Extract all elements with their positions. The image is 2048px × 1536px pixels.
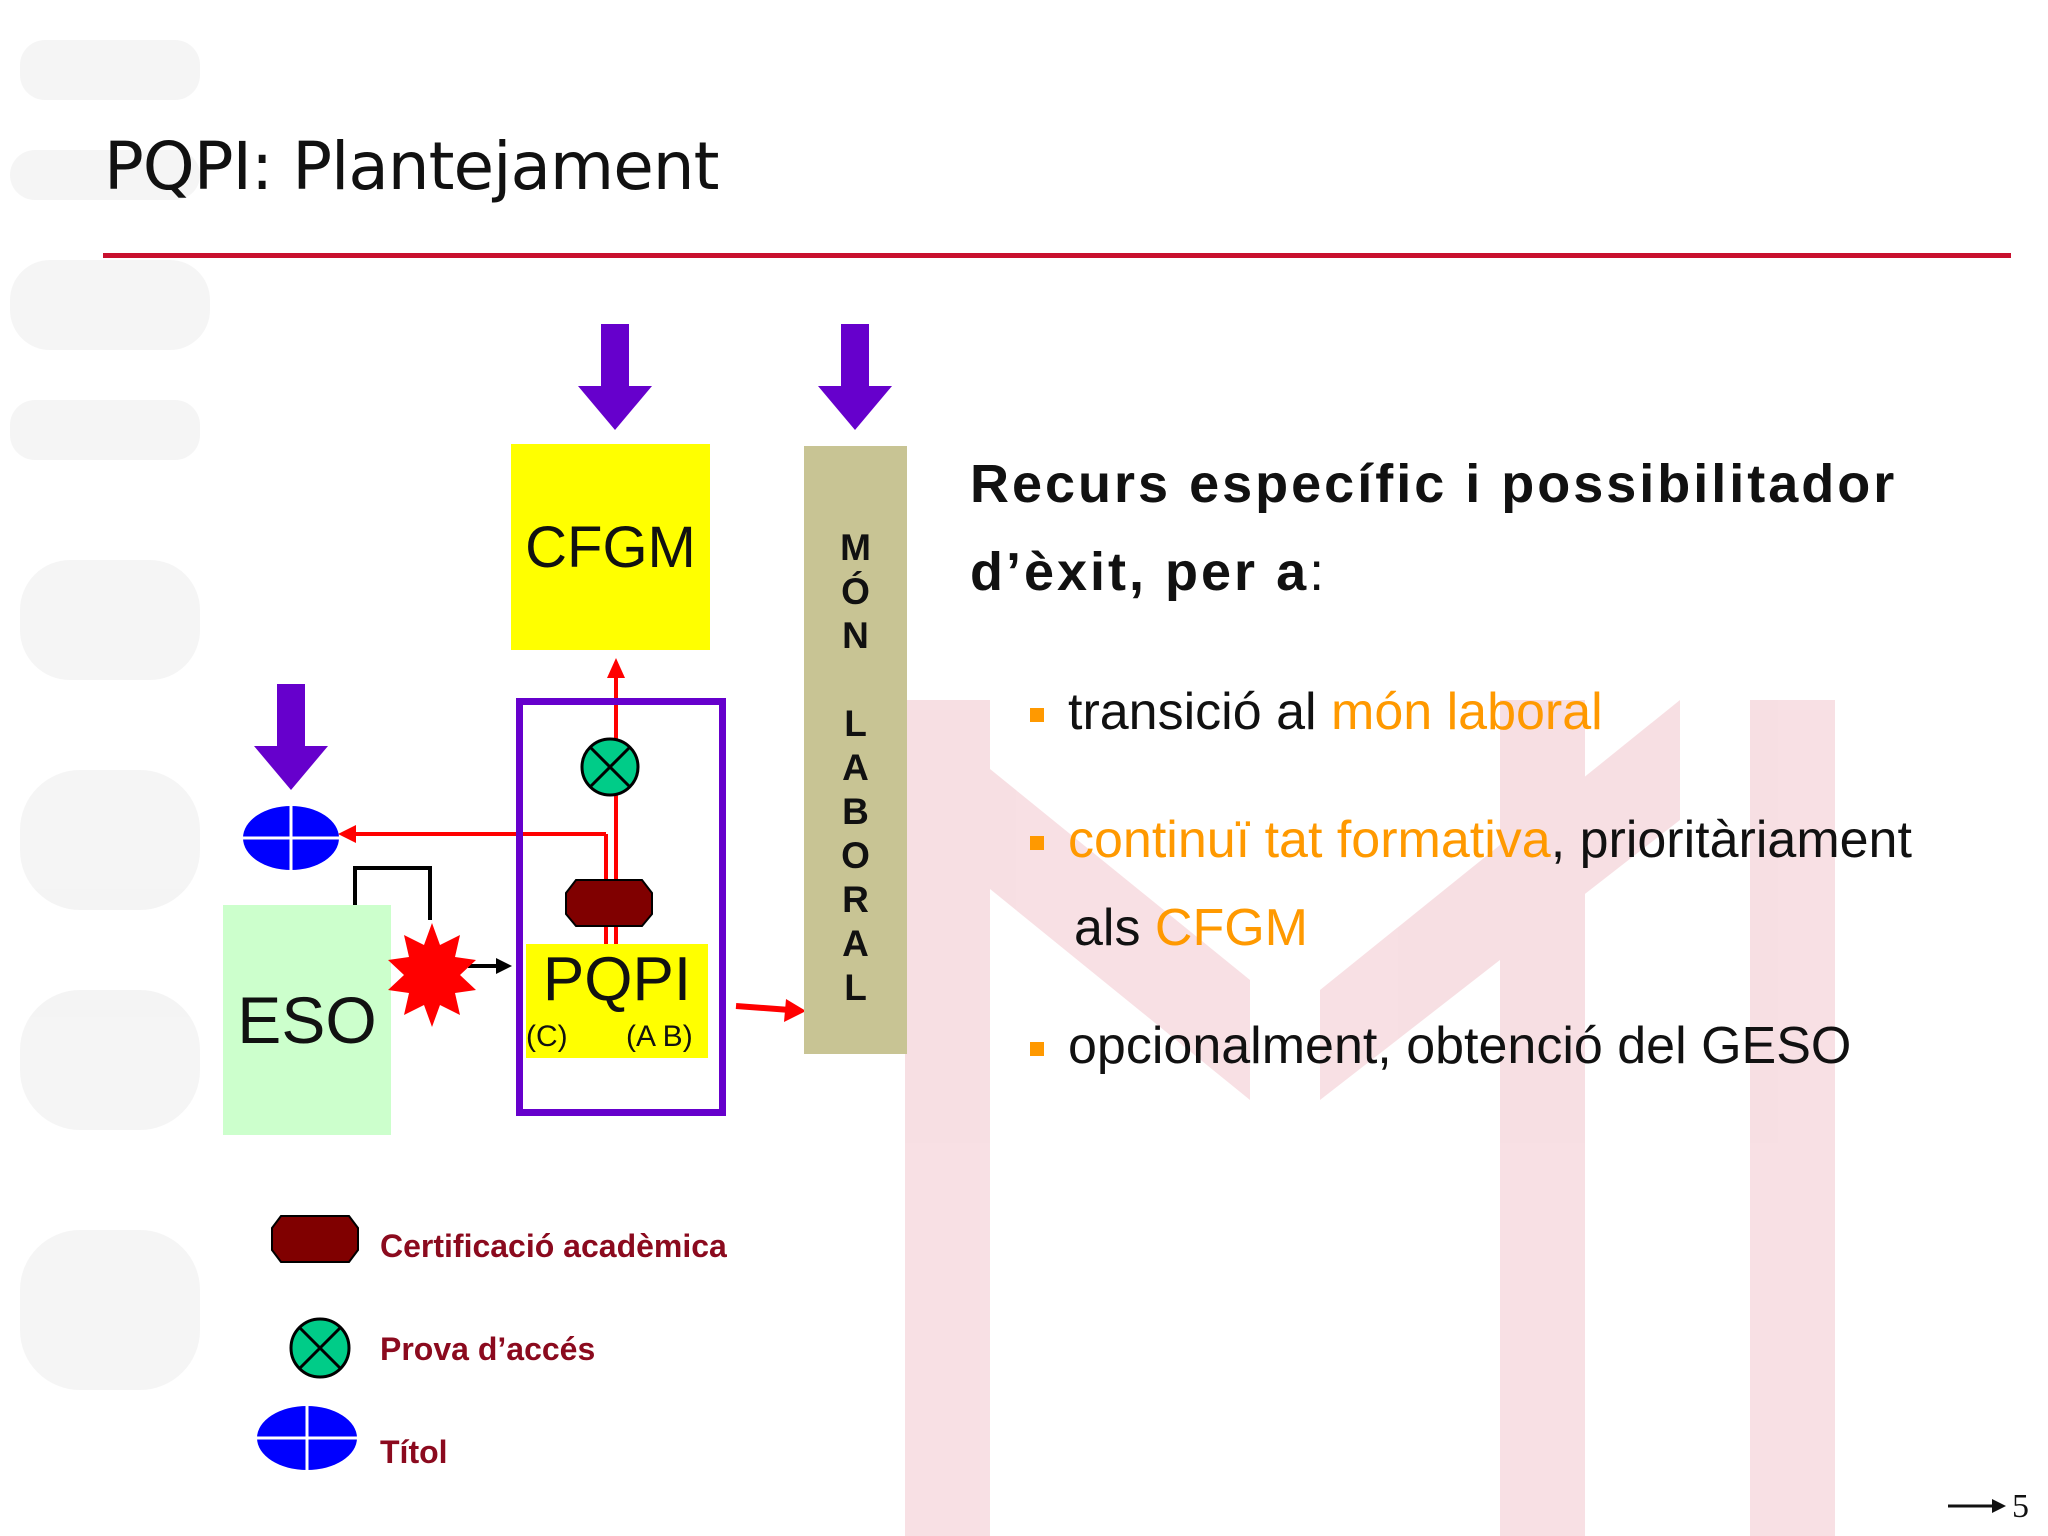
titol-icon [243, 806, 339, 870]
heading-line-1: Recurs específic i possibilitador [970, 454, 1898, 514]
legend-certificacio-icon [271, 1215, 359, 1263]
certificacio-icon [565, 879, 653, 927]
bullet-item: transició al món laboral [1030, 668, 1603, 756]
bullet-item: opcionalment, obtenció del GESO [1030, 1002, 1851, 1090]
bullet-item: continuï tat formativa, prioritàriament [1030, 796, 1912, 884]
eso-box: ESO [223, 905, 391, 1135]
heading: Recurs específic i possibilitador d’èxit… [970, 440, 2010, 616]
legend-titol-label: Títol [380, 1434, 448, 1470]
bullet-2-highlight: continuï tat formativa [1068, 811, 1551, 869]
heading-line-2-text: d’èxit, per a [970, 542, 1310, 602]
pqpi-label: PQPI [542, 945, 692, 1014]
arrow-down-cfgm-icon [578, 324, 652, 430]
bullet-3-text: opcionalment, obtenció del GESO [1068, 1017, 1852, 1075]
arrow-up-cfgm-icon [607, 658, 625, 678]
pqpi-frame [516, 698, 726, 1116]
bullet-1-text: transició al [1068, 683, 1331, 741]
legend-titol-icon [257, 1406, 357, 1470]
prova-acces-icon [580, 737, 640, 797]
pqpi-sub-left: (C) [526, 1020, 568, 1053]
bullet-2-continuation: als CFGM [1074, 884, 1308, 972]
legend-prova-icon [289, 1317, 351, 1379]
mon-laboral-bar: M Ó N L A B O R A L [804, 446, 907, 1054]
bullet-square-icon [1030, 836, 1044, 850]
cfgm-box: CFGM [511, 444, 710, 650]
legend-prova-label: Prova d’accés [380, 1331, 596, 1367]
bullet-2-line-2-text: als [1074, 899, 1155, 957]
bullet-square-icon [1030, 1042, 1044, 1056]
arrow-down-mon-laboral-icon [818, 324, 892, 430]
bullet-square-icon [1030, 708, 1044, 722]
title-divider [103, 253, 2011, 258]
legend-certificacio-label: Certificació acadèmica [380, 1228, 727, 1264]
arrow-left-titol-icon [338, 825, 356, 843]
page-title: PQPI: Plantejament [104, 128, 720, 205]
bullet-2-text: , prioritàriament [1550, 811, 1912, 869]
heading-line-2-colon: : [1309, 542, 1328, 602]
mon-laboral-label: M Ó N L A B O R A L [840, 527, 871, 1008]
avaluacio-burst-icon [388, 923, 476, 1027]
pqpi-sub-right: (A B) [626, 1020, 693, 1053]
arrow-down-titol-icon [254, 684, 328, 790]
heading-line-2: d’èxit, per a: [970, 528, 2010, 616]
arrow-right-mon-laboral-icon [735, 999, 806, 1022]
page-number: 5 [2012, 1488, 2029, 1525]
bullet-2-line-2-highlight: CFGM [1154, 899, 1309, 957]
next-arrow-icon [1948, 1499, 2006, 1513]
bullet-1-highlight: món laboral [1331, 683, 1603, 741]
pqpi-box: PQPI (C) (A B) [526, 944, 708, 1058]
